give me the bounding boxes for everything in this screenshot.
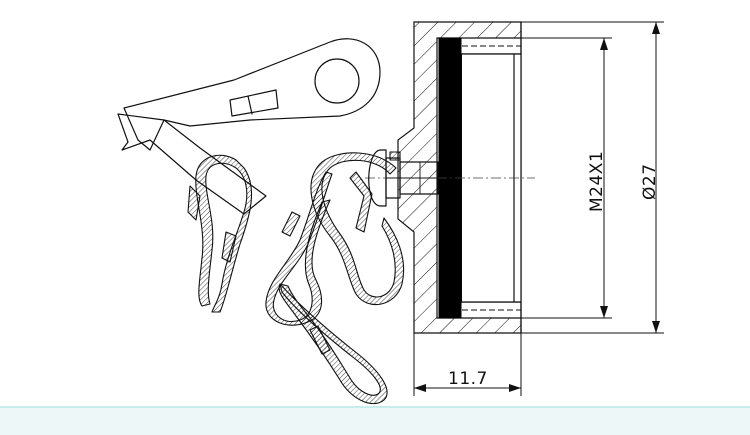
rivet — [368, 149, 439, 207]
thread-dimension-label: M24X1 — [587, 151, 607, 212]
spring-clip-bottom — [278, 283, 388, 405]
dimension-width: 11.7 — [413, 333, 522, 396]
diameter-dimension-label: Ø27 — [640, 163, 660, 200]
lever-hole — [314, 58, 360, 104]
lever-plate — [123, 38, 381, 151]
spring-clip-center — [265, 171, 333, 326]
width-dimension-label: 11.7 — [448, 369, 488, 389]
cap-section — [365, 21, 535, 334]
spring-clip-right — [310, 152, 405, 306]
lever-with-spring — [117, 38, 381, 313]
dimension-thread: M24X1 — [521, 37, 612, 319]
bottom-band — [0, 406, 750, 435]
dimension-diameter: Ø27 — [521, 21, 664, 334]
